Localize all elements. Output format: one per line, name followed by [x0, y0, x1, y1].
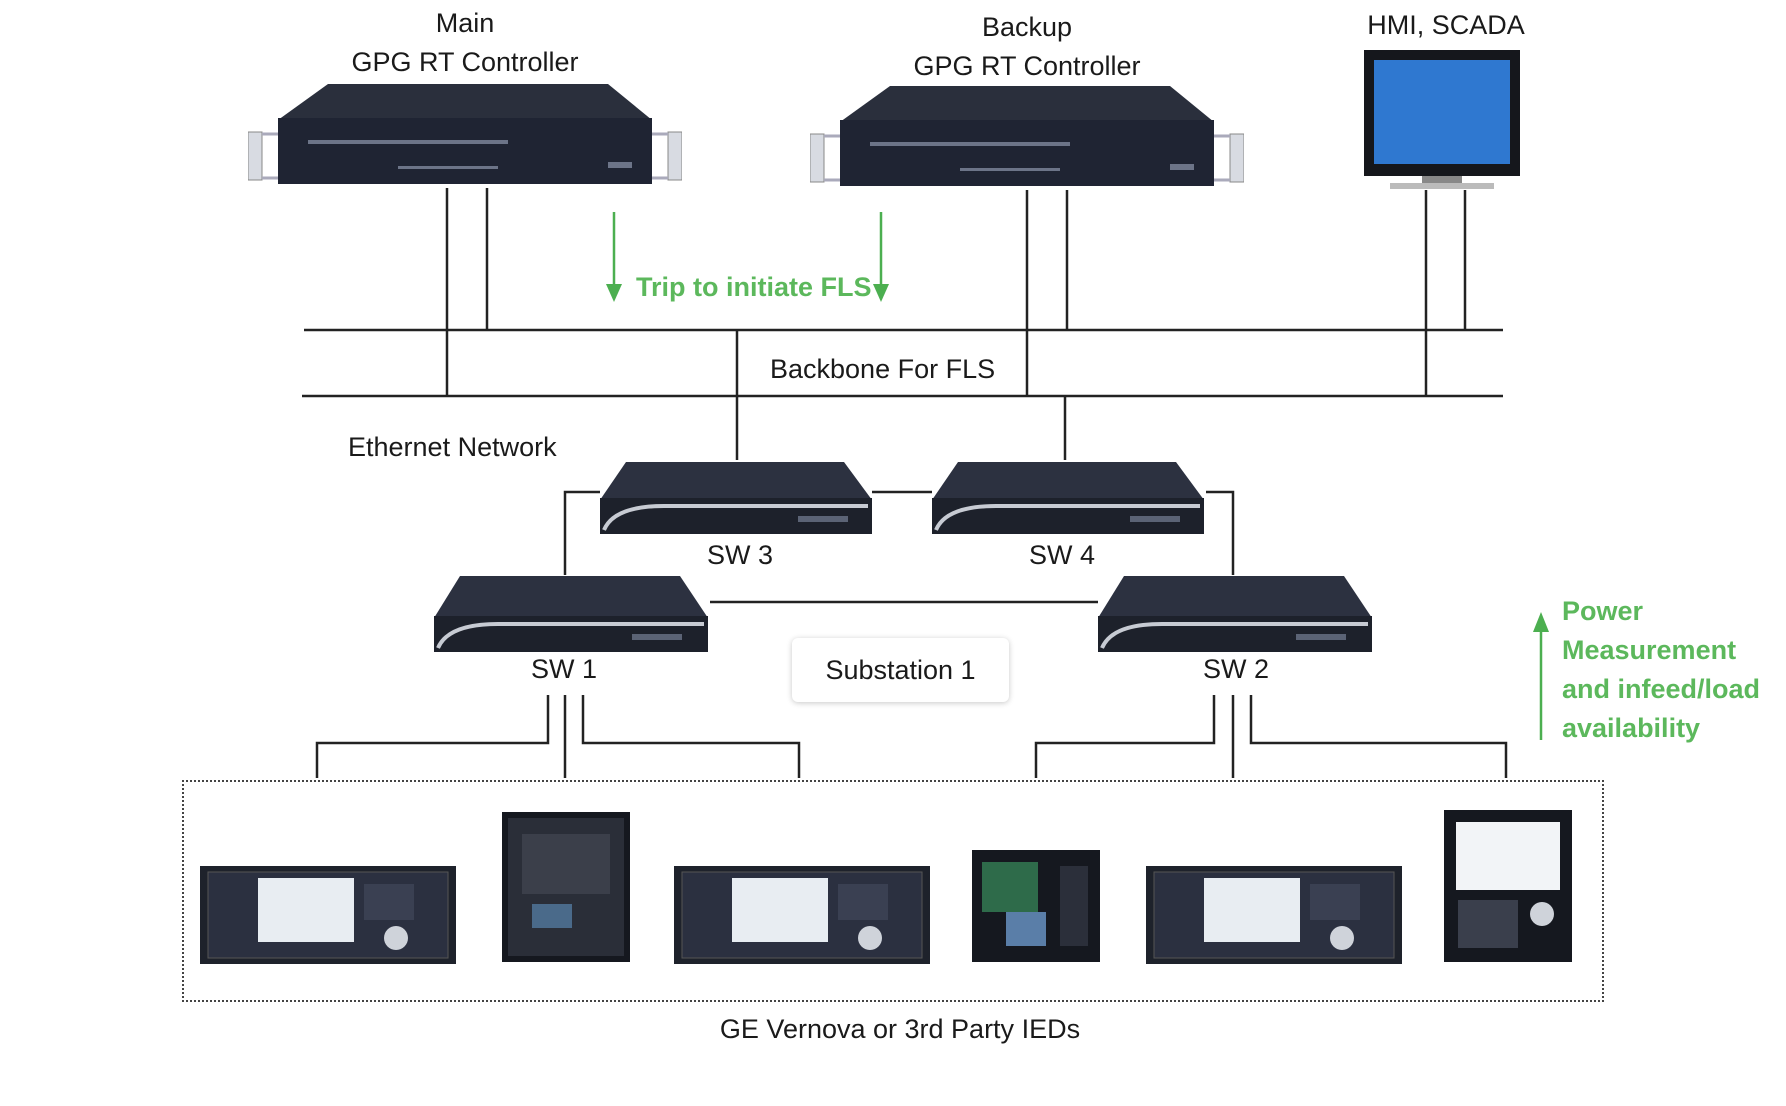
ied-relay-6 — [1444, 810, 1572, 962]
ied-relay-3 — [674, 866, 930, 964]
sw3-label: SW 3 — [706, 540, 773, 570]
backup-controller-line1: Backup — [981, 12, 1073, 42]
ied-relay-2 — [502, 812, 630, 962]
backup-controller-device — [810, 86, 1244, 186]
power-line-3: and infeed/load — [1562, 674, 1761, 704]
main-controller-device — [248, 84, 682, 184]
ied-group-frame — [182, 780, 1604, 1002]
sw3-device — [600, 462, 872, 534]
power-line-2: Measurement — [1562, 635, 1737, 665]
power-line-4: availability — [1562, 713, 1701, 743]
main-controller-line2: GPG RT Controller — [351, 47, 579, 77]
sw1-label: SW 1 — [530, 654, 597, 684]
ethernet-network-label: Ethernet Network — [348, 432, 557, 462]
trip-label: Trip to initiate FLS — [636, 272, 872, 302]
ied-relay-1 — [200, 866, 456, 964]
main-controller-line1: Main — [435, 8, 495, 38]
substation-label: Substation 1 — [792, 638, 1009, 702]
sw1-device — [434, 576, 708, 652]
sw2-label: SW 2 — [1202, 654, 1269, 684]
backbone-label: Backbone For FLS — [770, 354, 996, 384]
power-line-1: Power — [1562, 596, 1644, 626]
main-controller-label: Main GPG RT Controller — [300, 4, 630, 82]
sw4-device — [932, 462, 1204, 534]
backup-controller-label: Backup GPG RT Controller — [862, 8, 1192, 86]
hmi-scada-label: HMI, SCADA — [1367, 10, 1525, 40]
power-measurement-label: Power Measurement and infeed/load availa… — [1562, 592, 1760, 748]
ied-relay-4 — [972, 850, 1100, 962]
hmi-monitor-device — [1364, 50, 1520, 189]
sw2-device — [1098, 576, 1372, 652]
backup-controller-line2: GPG RT Controller — [913, 51, 1141, 81]
ied-relay-5 — [1146, 866, 1402, 964]
ied-caption: GE Vernova or 3rd Party IEDs — [719, 1014, 1081, 1044]
sw4-label: SW 4 — [1028, 540, 1095, 570]
